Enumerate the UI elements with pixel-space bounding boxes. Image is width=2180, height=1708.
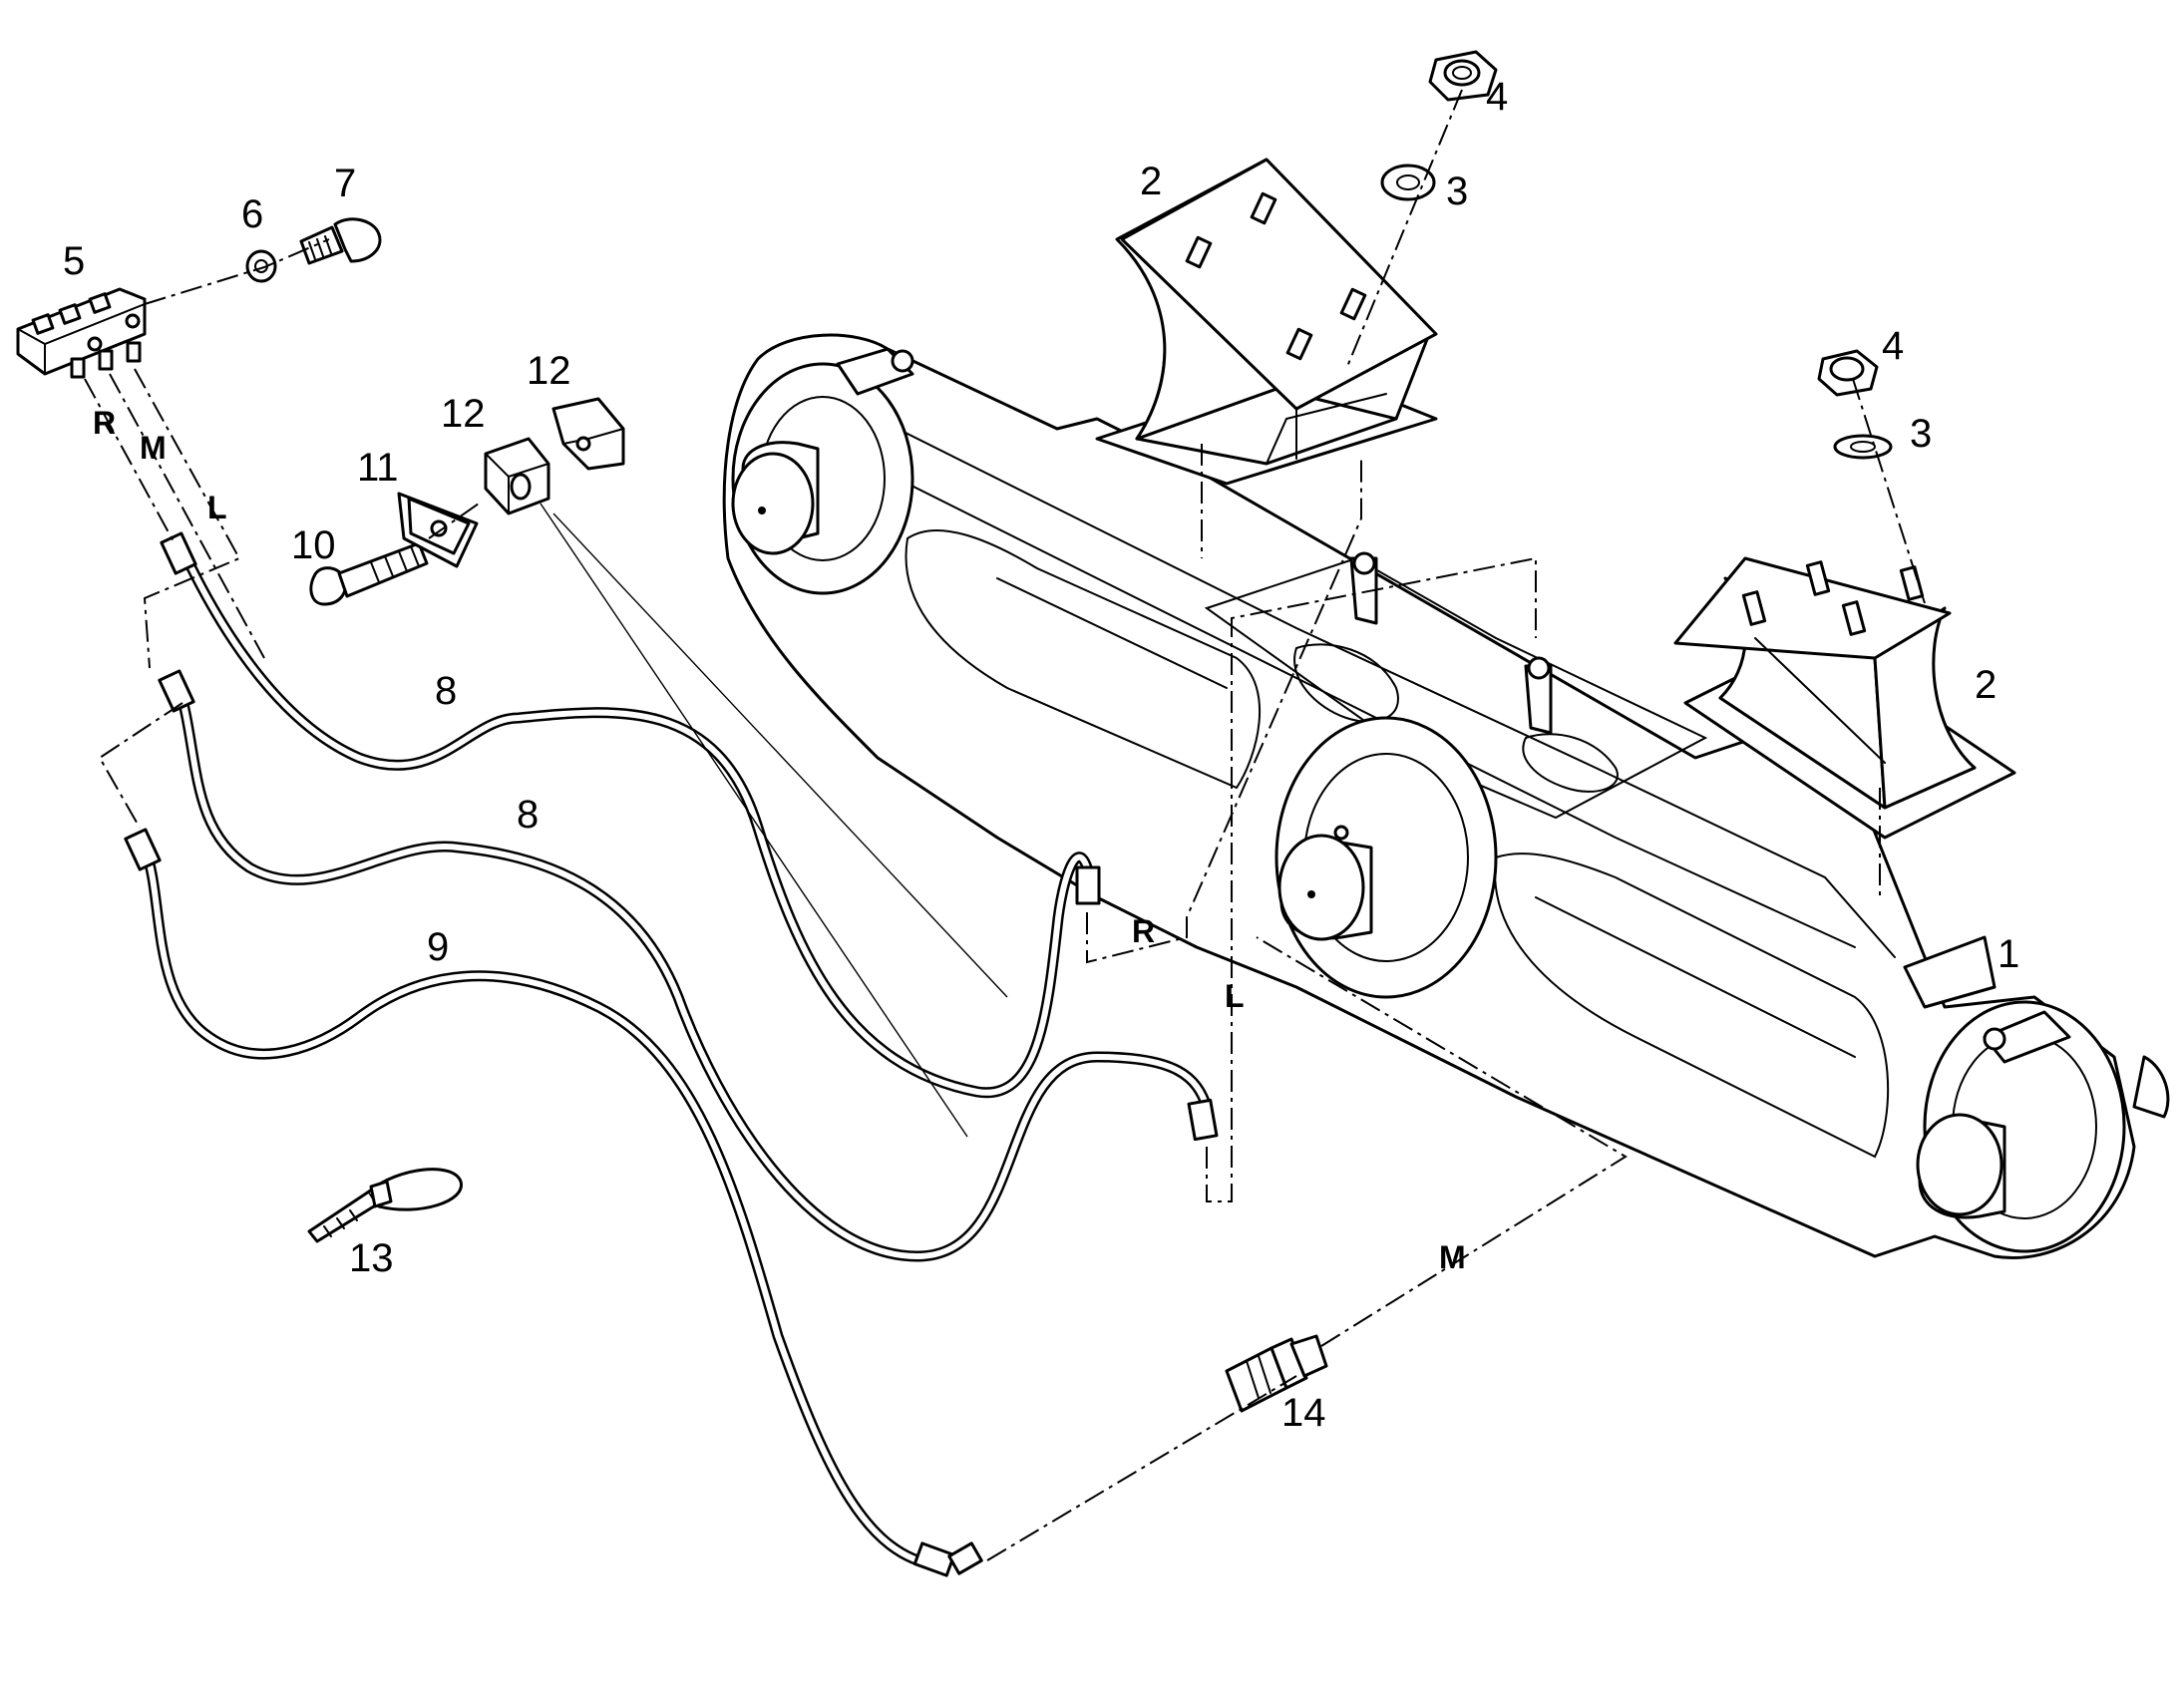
callout-6: 6 (241, 192, 263, 236)
callout-3-upper: 3 (1446, 170, 1468, 213)
callout-8-upper: 8 (435, 669, 457, 713)
callout-1: 1 (1998, 932, 2019, 976)
hose-fitting-a (160, 531, 197, 575)
hose-8-upper (179, 547, 1093, 1099)
hose-fitting-g (947, 1541, 983, 1575)
stud-lower-3 (1841, 600, 1867, 636)
axle-beam (722, 333, 2170, 1259)
stud-lower-2 (1805, 560, 1831, 596)
clamp-half-12-rear (551, 397, 625, 471)
stud-upper-1 (1185, 235, 1213, 269)
nut-lower (1817, 349, 1879, 397)
bolt-10 (309, 541, 429, 606)
port-label-r-axle: R (1132, 913, 1155, 949)
cable-tie-13 (307, 1168, 463, 1243)
port-label-m-block: M (140, 430, 167, 466)
hose-fitting-f (912, 1541, 956, 1577)
callout-11: 11 (357, 446, 399, 490)
nut-upper (1428, 50, 1498, 102)
stud-upper-2 (1250, 191, 1277, 225)
callout-4-lower: 4 (1882, 324, 1904, 368)
callout-2-upper: 2 (1140, 160, 1162, 203)
bolt-7 (299, 217, 382, 265)
stud-lower-4 (1899, 565, 1925, 601)
washer-6 (245, 249, 277, 283)
hose-fitting-c (124, 828, 162, 871)
distribution-block (16, 287, 147, 379)
hose-8-lower (174, 682, 1213, 1262)
callout-14: 14 (1281, 1391, 1326, 1435)
washer-upper (1380, 164, 1436, 201)
callout-2-lower: 2 (1975, 663, 1997, 707)
port-label-l-block: L (207, 490, 227, 525)
stud-upper-3 (1285, 327, 1313, 361)
callout-13: 13 (349, 1236, 394, 1280)
stud-lower-1 (1741, 590, 1767, 626)
stud-upper-4 (1339, 287, 1367, 321)
callout-10: 10 (291, 523, 336, 567)
hose-fitting-d (1075, 865, 1101, 905)
hose-fitting-b (158, 669, 195, 713)
clamp-plate-11 (397, 492, 479, 568)
port-label-l-axle: L (1225, 978, 1245, 1014)
mount-block-lower (1673, 556, 2016, 840)
mount-block-upper (1095, 158, 1438, 486)
assembly-lines (84, 89, 1926, 1561)
callout-12-front: 12 (441, 392, 486, 436)
hose-fitting-e (1187, 1098, 1219, 1142)
hose-9 (139, 842, 943, 1571)
fitting-14 (1225, 1334, 1328, 1413)
washer-lower (1833, 434, 1893, 460)
callout-8-lower: 8 (517, 793, 539, 837)
callout-9: 9 (427, 925, 449, 969)
port-label-r-block: R (93, 405, 116, 441)
callout-7: 7 (334, 162, 356, 205)
callout-5: 5 (63, 239, 85, 283)
callout-3-lower: 3 (1910, 412, 1932, 456)
callout-4-upper: 4 (1486, 75, 1508, 119)
callout-12-rear: 12 (527, 349, 571, 393)
port-label-m-axle: M (1439, 1239, 1466, 1275)
clamp-half-12-front (484, 437, 550, 515)
